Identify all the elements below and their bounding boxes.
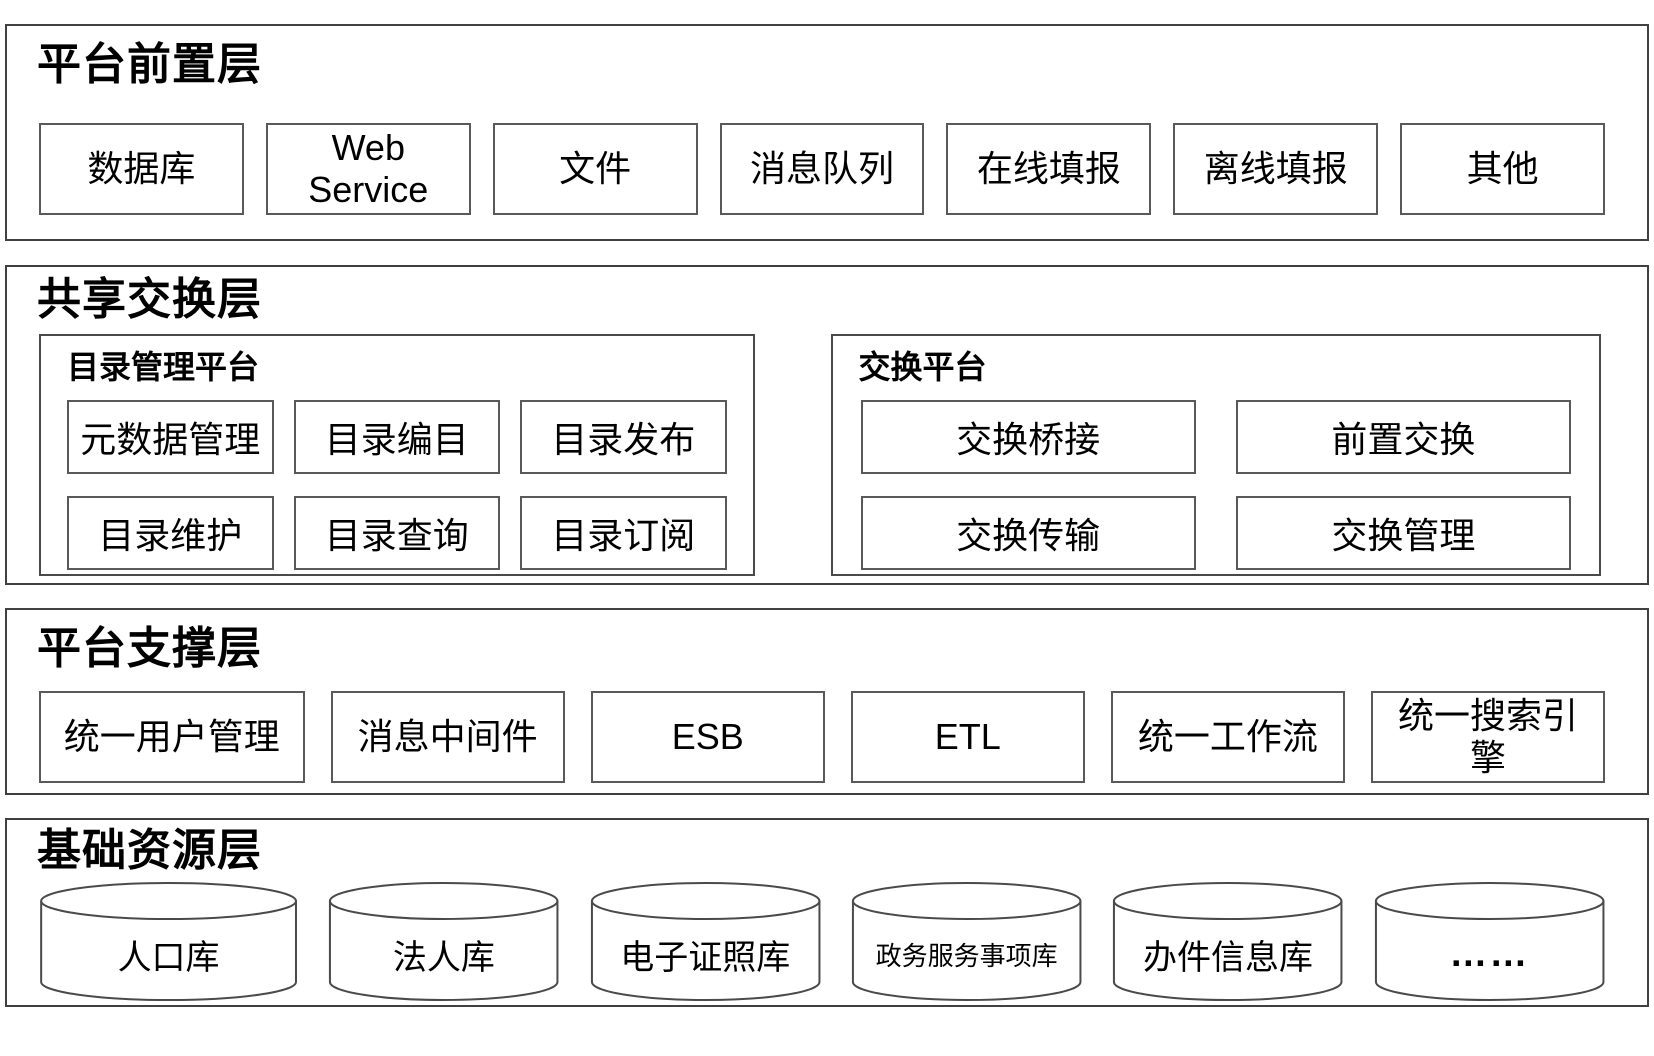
box-catalog-subscription: 目录订阅: [520, 495, 727, 570]
box-database: 数据库: [39, 122, 244, 215]
box-catalog-query: 目录查询: [293, 495, 500, 570]
cylinder-label: 法人库: [392, 939, 495, 978]
box-label: 前置交换: [1331, 418, 1476, 460]
box-label: 消息中间件: [357, 715, 538, 757]
box-label: 文件: [559, 147, 632, 189]
box-label: 消息队列: [750, 147, 895, 189]
group-exchange-platform: 交换平台 交换桥接 前置交换 交换传输 交换管理: [830, 333, 1601, 576]
catalog-group-grid: 元数据管理 目录编目 目录发布 目录维护 目录查询 目录订阅: [67, 399, 727, 570]
database-cylinder-icon: [1374, 881, 1605, 1003]
box-message-queue: 消息队列: [719, 122, 925, 215]
box-label: 交换桥接: [956, 418, 1101, 460]
box-file: 文件: [492, 122, 698, 215]
box-label: ESB: [671, 715, 744, 757]
box-exchange-management: 交换管理: [1235, 495, 1571, 570]
architecture-diagram: 平台前置层 数据库 Web Service 文件 消息队列 在线填报 离线填报 …: [0, 24, 1654, 1007]
layer-platform-support: 平台支撑层 统一用户管理 消息中间件 ESB ETL 统一工作流 统一搜索引擎: [5, 608, 1649, 795]
support-layer-boxes: 统一用户管理 消息中间件 ESB ETL 统一工作流 统一搜索引擎: [7, 690, 1647, 783]
exchange-layer-groups: 目录管理平台 元数据管理 目录编目 目录发布 目录维护 目录查询 目录订阅 交换…: [7, 333, 1647, 576]
database-cylinder-icon: [328, 881, 559, 1003]
box-label: 目录维护: [98, 514, 243, 556]
cylinder-label: 人口库: [117, 939, 220, 978]
database-cylinder-icon: [590, 881, 821, 1003]
database-cylinder-icon: [39, 881, 298, 1003]
layer-share-exchange: 共享交换层 目录管理平台 元数据管理 目录编目 目录发布 目录维护 目录查询 目…: [5, 265, 1649, 585]
box-catalog-publish: 目录发布: [520, 399, 727, 474]
cylinder-label: 电子证照库: [620, 939, 791, 978]
box-label: ETL: [934, 715, 1001, 757]
cylinder-legal-entity-db: 法人库: [328, 881, 559, 1003]
cylinder-e-license-db: 电子证照库: [590, 881, 821, 1003]
box-offline-report: 离线填报: [1173, 122, 1379, 215]
box-label: 交换传输: [956, 514, 1101, 556]
box-catalog-compilation: 目录编目: [293, 399, 500, 474]
box-label: 统一用户管理: [63, 715, 280, 757]
box-label: 统一工作流: [1137, 715, 1318, 757]
box-esb: ESB: [590, 690, 825, 783]
cylinder-label: ……: [1449, 933, 1530, 976]
box-etl: ETL: [850, 690, 1085, 783]
exchange-layer-title: 共享交换层: [37, 275, 262, 324]
support-layer-title: 平台支撑层: [37, 624, 262, 673]
box-label: Web Service: [308, 127, 429, 210]
box-label: 目录编目: [324, 418, 469, 460]
cylinder-case-info-db: 办件信息库: [1112, 881, 1343, 1003]
box-front-exchange: 前置交换: [1235, 399, 1571, 474]
box-exchange-bridge: 交换桥接: [860, 399, 1196, 474]
catalog-group-title: 目录管理平台: [67, 348, 260, 385]
cylinder-label: 办件信息库: [1142, 939, 1313, 978]
box-online-report: 在线填报: [946, 122, 1152, 215]
box-label: 离线填报: [1203, 147, 1348, 189]
box-other: 其他: [1400, 122, 1606, 215]
box-label: 数据库: [87, 147, 196, 189]
cylinder-more-db: ……: [1374, 881, 1605, 1003]
box-web-service: Web Service: [265, 122, 471, 215]
box-catalog-maintenance: 目录维护: [67, 495, 274, 570]
box-label: 目录发布: [551, 418, 696, 460]
layer-base-resource: 基础资源层 人口库 法人库: [5, 818, 1649, 1007]
box-label: 目录查询: [324, 514, 469, 556]
layer-platform-front: 平台前置层 数据库 Web Service 文件 消息队列 在线填报 离线填报 …: [5, 24, 1649, 241]
cylinder-label: 政务服务事项库: [875, 941, 1058, 972]
cylinder-govt-service-item-db: 政务服务事项库: [851, 881, 1082, 1003]
box-label: 目录订阅: [551, 514, 696, 556]
group-catalog-management-platform: 目录管理平台 元数据管理 目录编目 目录发布 目录维护 目录查询 目录订阅: [39, 333, 755, 576]
box-label: 其他: [1466, 147, 1539, 189]
box-label: 在线填报: [976, 147, 1121, 189]
box-message-middleware: 消息中间件: [330, 690, 565, 783]
box-unified-search-engine: 统一搜索引擎: [1370, 690, 1605, 783]
database-cylinder-icon: [1112, 881, 1343, 1003]
box-label: 元数据管理: [80, 418, 261, 460]
box-unified-workflow: 统一工作流: [1110, 690, 1345, 783]
box-unified-user-management: 统一用户管理: [39, 690, 305, 783]
exchange-group-title: 交换平台: [858, 348, 987, 385]
box-label: 统一搜索引擎: [1397, 695, 1578, 778]
exchange-group-grid: 交换桥接 前置交换 交换传输 交换管理: [859, 399, 1573, 570]
resource-layer-cylinders: 人口库 法人库 电子证照库: [7, 881, 1647, 1003]
cylinder-population-db: 人口库: [39, 881, 298, 1003]
box-label: 交换管理: [1331, 514, 1476, 556]
box-metadata-management: 元数据管理: [67, 399, 274, 474]
database-cylinder-icon: [851, 881, 1082, 1003]
front-layer-boxes: 数据库 Web Service 文件 消息队列 在线填报 离线填报 其他: [7, 122, 1647, 215]
front-layer-title: 平台前置层: [37, 40, 262, 89]
box-exchange-transfer: 交换传输: [860, 495, 1196, 570]
resource-layer-title: 基础资源层: [37, 826, 262, 875]
